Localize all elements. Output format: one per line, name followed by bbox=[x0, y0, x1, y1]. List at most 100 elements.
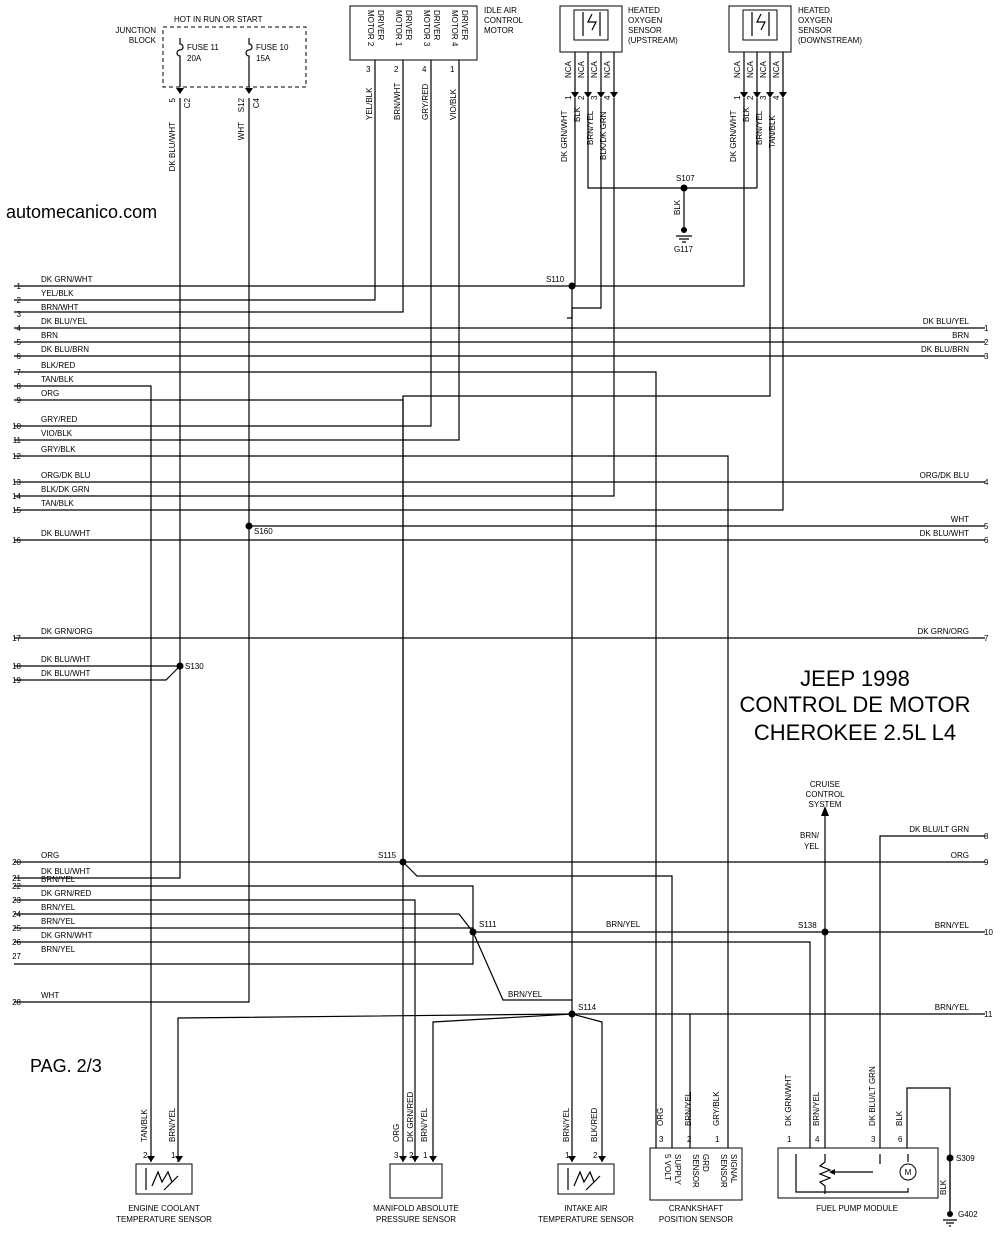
left-wire-label-22: BRN/YEL bbox=[41, 875, 76, 884]
left-wire-label-14: BLK/DK GRN bbox=[41, 485, 90, 494]
fp-ground-wire: BLK bbox=[939, 1179, 948, 1195]
right-wire-label-3: DK BLU/BRN bbox=[921, 345, 969, 354]
left-pin-20: 20 bbox=[12, 858, 21, 867]
ground-g402-label: G402 bbox=[958, 1210, 978, 1219]
left-pin-10: 10 bbox=[12, 422, 21, 431]
iac-driver-1-label-b: DRIVER bbox=[404, 10, 413, 40]
splice-s114 bbox=[568, 1010, 576, 1018]
left-pin-19: 19 bbox=[12, 676, 21, 685]
iat-wire-1: BRN/YEL bbox=[562, 1107, 571, 1142]
splice-s130-label: S130 bbox=[185, 662, 204, 671]
left-wire-label-16: DK BLU/WHT bbox=[41, 529, 90, 538]
junction-block-header: HOT IN RUN OR START bbox=[174, 15, 263, 24]
left-wire-label-8: TAN/BLK bbox=[41, 375, 74, 384]
cruise-label-3: SYSTEM bbox=[809, 800, 842, 809]
ckp-signal-label-a: SENSOR bbox=[719, 1154, 728, 1188]
o2-up-wire-2: BLK bbox=[573, 106, 582, 122]
o2-down-pin-3: 3 bbox=[759, 95, 768, 100]
iac-wire-motor2: YEL/BLK bbox=[365, 87, 374, 120]
left-wire-label-9: ORG bbox=[41, 389, 59, 398]
ckp-wire-2: BRN/YEL bbox=[684, 1091, 693, 1126]
fp-pin-6: 6 bbox=[898, 1135, 903, 1144]
o2-down-wire-1: DK GRN/WHT bbox=[729, 110, 738, 162]
o2-down-pin-2: 2 bbox=[746, 95, 755, 100]
ckp-pin-2: 2 bbox=[687, 1135, 692, 1144]
left-pin-14: 14 bbox=[12, 492, 21, 501]
left-pin-26: 26 bbox=[12, 938, 21, 947]
left-wire-label-28: WHT bbox=[41, 991, 59, 1000]
ckp-signal-label-b: SIGNAL bbox=[729, 1154, 738, 1184]
right-pin-11: 11 bbox=[984, 1010, 993, 1019]
cruise-label-1: CRUISE bbox=[810, 780, 840, 789]
s107-ground-wire: BLK bbox=[673, 199, 682, 215]
ect-pin-1: 1 bbox=[171, 1151, 176, 1160]
map-pin-1: 1 bbox=[423, 1151, 428, 1160]
o2-down-nca-1: NCA bbox=[733, 60, 742, 78]
left-wire-label-17: DK GRN/ORG bbox=[41, 627, 93, 636]
ect-label-1: ENGINE COOLANT bbox=[128, 1204, 200, 1213]
ckp-label-2: POSITION SENSOR bbox=[659, 1215, 733, 1224]
map-pin-3: 3 bbox=[394, 1151, 399, 1160]
left-wire-label-11: VIO/BLK bbox=[41, 429, 73, 438]
right-pin-10: 10 bbox=[984, 928, 993, 937]
o2-downstream-label-4: (DOWNSTREAM) bbox=[798, 36, 862, 45]
left-pin-25: 25 bbox=[12, 924, 21, 933]
jb-pin-c2-connector: C2 bbox=[183, 97, 192, 108]
ckp-grd-label-a: SENSOR bbox=[691, 1154, 700, 1188]
left-wire-label-5: BRN bbox=[41, 331, 58, 340]
right-pin-1: 1 bbox=[984, 324, 989, 333]
diagram-title-line-3: CHEROKEE 2.5L L4 bbox=[754, 720, 956, 745]
s111-to-s114-wire: BRN/YEL bbox=[508, 990, 543, 999]
splice-s160 bbox=[245, 522, 253, 530]
iac-pin-motor1: 2 bbox=[394, 65, 399, 74]
fp-pin-1: 1 bbox=[787, 1135, 792, 1144]
splice-s138 bbox=[821, 928, 829, 936]
left-pin-16: 16 bbox=[12, 536, 21, 545]
iac-pin-motor4: 1 bbox=[450, 65, 455, 74]
junction-block-outline bbox=[162, 26, 307, 88]
iac-driver-1-label-a: MOTOR 1 bbox=[394, 10, 403, 47]
cruise-wire-2: YEL bbox=[804, 842, 820, 851]
s111-to-s138-wire: BRN/YEL bbox=[606, 920, 641, 929]
left-wire-label-21: DK BLU/WHT bbox=[41, 867, 90, 876]
o2-down-nca-2: NCA bbox=[746, 60, 755, 78]
fuse-10-label: FUSE 10 bbox=[256, 43, 289, 52]
o2-down-nca-4: NCA bbox=[772, 60, 781, 78]
left-pin-28: 28 bbox=[12, 998, 21, 1007]
fuel-pump-label: FUEL PUMP MODULE bbox=[816, 1204, 898, 1213]
right-wire-label-5: WHT bbox=[951, 515, 969, 524]
left-wire-label-19: DK BLU/WHT bbox=[41, 669, 90, 678]
ckp-wire-1: GRY/BLK bbox=[712, 1091, 721, 1126]
iac-motor-label-2: CONTROL bbox=[484, 16, 524, 25]
o2-up-wire-1: DK GRN/WHT bbox=[560, 110, 569, 162]
iac-driver-3-label-b: DRIVER bbox=[432, 10, 441, 40]
splice-s160-label: S160 bbox=[254, 527, 273, 536]
iac-wire-motor1: BRN/WHT bbox=[393, 83, 402, 120]
map-wire-1: BRN/YEL bbox=[420, 1107, 429, 1142]
iac-driver-2-label-b: DRIVER bbox=[376, 10, 385, 40]
jb-pin-c2-number: 5 bbox=[168, 97, 177, 102]
splice-s114-label: S114 bbox=[578, 1003, 597, 1012]
jb-pin-c4-connector: C4 bbox=[252, 97, 261, 108]
splice-s107-label: S107 bbox=[676, 174, 695, 183]
fp-wire-3: DK BLU/LT GRN bbox=[868, 1066, 877, 1126]
map-label-2: PRESSURE SENSOR bbox=[376, 1215, 456, 1224]
ckp-pin-3: 3 bbox=[659, 1135, 664, 1144]
ckp-grd-label-b: GRD bbox=[701, 1154, 710, 1172]
cruise-wire-1: BRN/ bbox=[800, 831, 820, 840]
o2-upstream-label-4: (UPSTREAM) bbox=[628, 36, 678, 45]
fuse-10-icon bbox=[245, 38, 253, 60]
ect-label-2: TEMPERATURE SENSOR bbox=[116, 1215, 212, 1224]
right-wire-label-11: BRN/YEL bbox=[935, 1003, 970, 1012]
right-pin-3: 3 bbox=[984, 352, 989, 361]
right-wire-label-10: BRN/YEL bbox=[935, 921, 970, 930]
o2-upstream-label-3: SENSOR bbox=[628, 26, 662, 35]
diagram-title-line-1: JEEP 1998 bbox=[800, 666, 910, 691]
o2-up-wire-4: BLK/DK GRN bbox=[599, 111, 608, 160]
junction-block-label-2: BLOCK bbox=[129, 36, 157, 45]
left-pin-3: 3 bbox=[17, 310, 22, 319]
ckp-supply-label-b: SUPPLY bbox=[673, 1154, 682, 1186]
jb-wire-c2-color: DK BLU/WHT bbox=[168, 122, 177, 171]
left-pin-8: 8 bbox=[17, 382, 22, 391]
